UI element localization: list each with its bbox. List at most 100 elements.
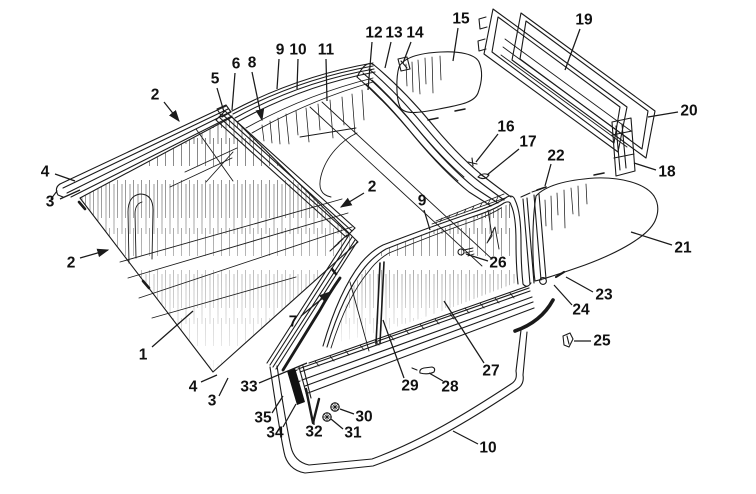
part-label-14-19: 14 [406, 25, 424, 42]
leader-line-2-1 [163, 101, 180, 122]
part-label-4-7: 4 [189, 379, 198, 396]
part-label-33-38: 33 [240, 379, 258, 396]
part-label-13-18: 13 [385, 25, 403, 42]
leader-line-9-13 [423, 209, 431, 231]
part-label-11-16: 11 [318, 42, 335, 59]
part-label-4-6: 4 [41, 164, 50, 181]
a-pillar-trim [215, 104, 356, 252]
part-label-9-12: 9 [276, 42, 285, 59]
leader-line-7-10 [300, 291, 331, 317]
door-rear-corner-arc [513, 298, 555, 333]
bracket-18 [611, 117, 636, 177]
leader-line-19-24 [564, 28, 581, 71]
leader-line-12-17 [367, 41, 373, 91]
part-label-22-27: 22 [547, 148, 564, 165]
rear-window-frame-assembly [477, 8, 656, 177]
part-label-2-1: 2 [151, 87, 160, 104]
part-label-15-20: 15 [452, 11, 470, 28]
leader-line-30-35 [339, 408, 355, 415]
part-label-16-21: 16 [497, 119, 515, 136]
bracket-32 [304, 387, 321, 425]
belt-mouldings [287, 285, 535, 425]
leader-line-29-34 [382, 319, 405, 379]
part-label-21-26: 21 [674, 240, 692, 257]
part-label-5-8: 5 [211, 71, 220, 88]
screw-26 [457, 248, 465, 256]
part-label-1-0: 1 [139, 347, 148, 364]
interior-see-through-lines [195, 101, 493, 267]
part-label-10-15: 10 [479, 440, 496, 457]
part-label-20-25: 20 [680, 103, 697, 120]
leader-line-11-16 [325, 58, 328, 102]
leader-line-6-9 [231, 72, 236, 111]
part-label-10-14: 10 [289, 42, 306, 59]
channel-strip-35 [287, 368, 305, 405]
part-label-7-10: 7 [289, 314, 298, 331]
part-label-3-5: 3 [208, 393, 217, 410]
leader-line-9-12 [276, 58, 280, 90]
leader-line-33-38 [258, 362, 308, 384]
part-label-9-13: 9 [418, 193, 427, 210]
part-label-35-40: 35 [254, 410, 272, 427]
leader-line-21-26 [630, 231, 673, 246]
part-label-2-3: 2 [67, 255, 76, 272]
leader-line-31-36 [330, 418, 344, 430]
door-shell [269, 298, 555, 474]
leader-line-1-0 [151, 310, 194, 348]
part-label-17-22: 17 [519, 134, 536, 151]
leader-line-24-29 [553, 284, 573, 306]
leader-line-26-31 [465, 253, 489, 262]
channel-end-24 [539, 277, 547, 285]
part-label-3-4: 3 [46, 194, 55, 211]
clip-22 [536, 186, 547, 191]
leader-line-5-8 [216, 87, 225, 113]
division-bar-29 [375, 261, 385, 345]
part-label-2-2: 2 [368, 179, 377, 196]
leader-line-8-11 [251, 71, 265, 122]
leader-line-14-19 [402, 41, 412, 64]
fasteners [322, 247, 574, 422]
leader-line-17-22 [486, 148, 520, 176]
part-label-26-31: 26 [489, 255, 507, 272]
part-label-6-9: 6 [232, 56, 241, 73]
leader-line-18-23 [633, 162, 657, 171]
part-label-12-17: 12 [365, 25, 382, 42]
leader-line-10-14 [296, 58, 299, 90]
leader-line-3-4 [59, 189, 81, 200]
windshield-trim-strips [50, 105, 233, 200]
clip-16 [467, 157, 478, 167]
leader-line-10-15 [452, 430, 479, 445]
leader-line-16-21 [475, 133, 499, 163]
leader-line-35-40 [271, 395, 284, 414]
clip-25 [562, 332, 574, 348]
leader-line-15-20 [452, 27, 459, 62]
part-label-8-11: 8 [248, 55, 257, 72]
part-label-25-30: 25 [593, 333, 611, 350]
part-label-27-32: 27 [482, 363, 499, 380]
part-label-34-39: 34 [266, 425, 284, 442]
part-label-30-35: 30 [355, 409, 372, 426]
leader-line-28-33 [428, 372, 444, 382]
part-label-18-23: 18 [658, 164, 676, 181]
leader-line-34-39 [282, 403, 297, 428]
part-label-28-33: 28 [441, 379, 459, 396]
leader-line-27-32 [443, 300, 485, 364]
leader-line-20-25 [647, 111, 679, 118]
part-label-19-24: 19 [575, 12, 593, 29]
clip-28 [411, 366, 436, 375]
quarter-window-glass-15 [396, 51, 483, 121]
part-label-24-29: 24 [572, 302, 590, 319]
leader-line-4-6 [54, 173, 76, 182]
rear-quarter-glass [532, 172, 659, 282]
part-label-32-37: 32 [305, 424, 322, 441]
leader-line-22-27 [544, 163, 552, 187]
leader-line-2-3 [79, 248, 110, 259]
leader-line-4-7 [200, 374, 218, 383]
part-label-23-28: 23 [595, 287, 613, 304]
clip-17 [477, 173, 490, 180]
leader-line-2-2 [339, 192, 365, 208]
